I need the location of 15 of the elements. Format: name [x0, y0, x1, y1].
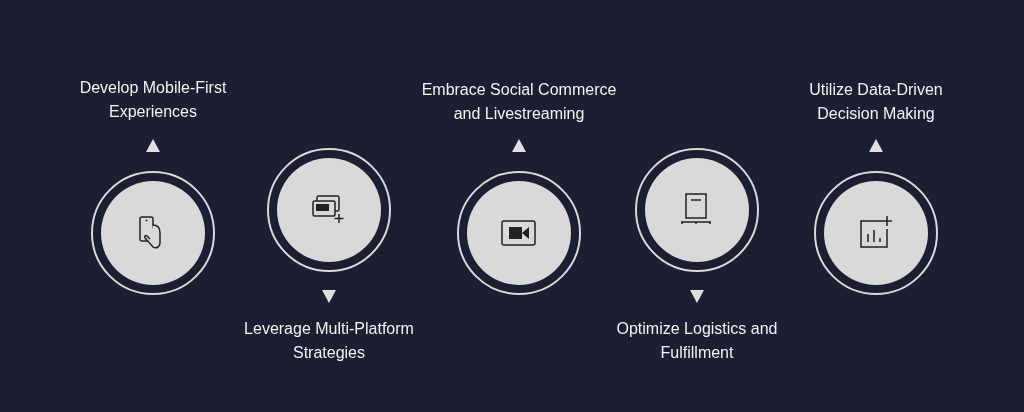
- step-label: Leverage Multi-Platform Strategies: [243, 319, 415, 363]
- step-label: Embrace Social Commerce and Livestreaming: [420, 80, 618, 124]
- arrow: [690, 290, 704, 303]
- arrow: [322, 290, 336, 303]
- step-label: Develop Mobile-First Experiences: [78, 78, 228, 122]
- step-circle: [814, 171, 938, 295]
- arrow: [512, 139, 526, 152]
- arrow: [146, 139, 160, 152]
- step-circle: [457, 171, 581, 295]
- step-label: Utilize Data-Driven Decision Making: [808, 80, 944, 124]
- step-circle: [635, 148, 759, 272]
- step-circle: [91, 171, 215, 295]
- arrow: [869, 139, 883, 152]
- step-circle: [267, 148, 391, 272]
- step-label: Optimize Logistics and Fulfillment: [615, 319, 779, 363]
